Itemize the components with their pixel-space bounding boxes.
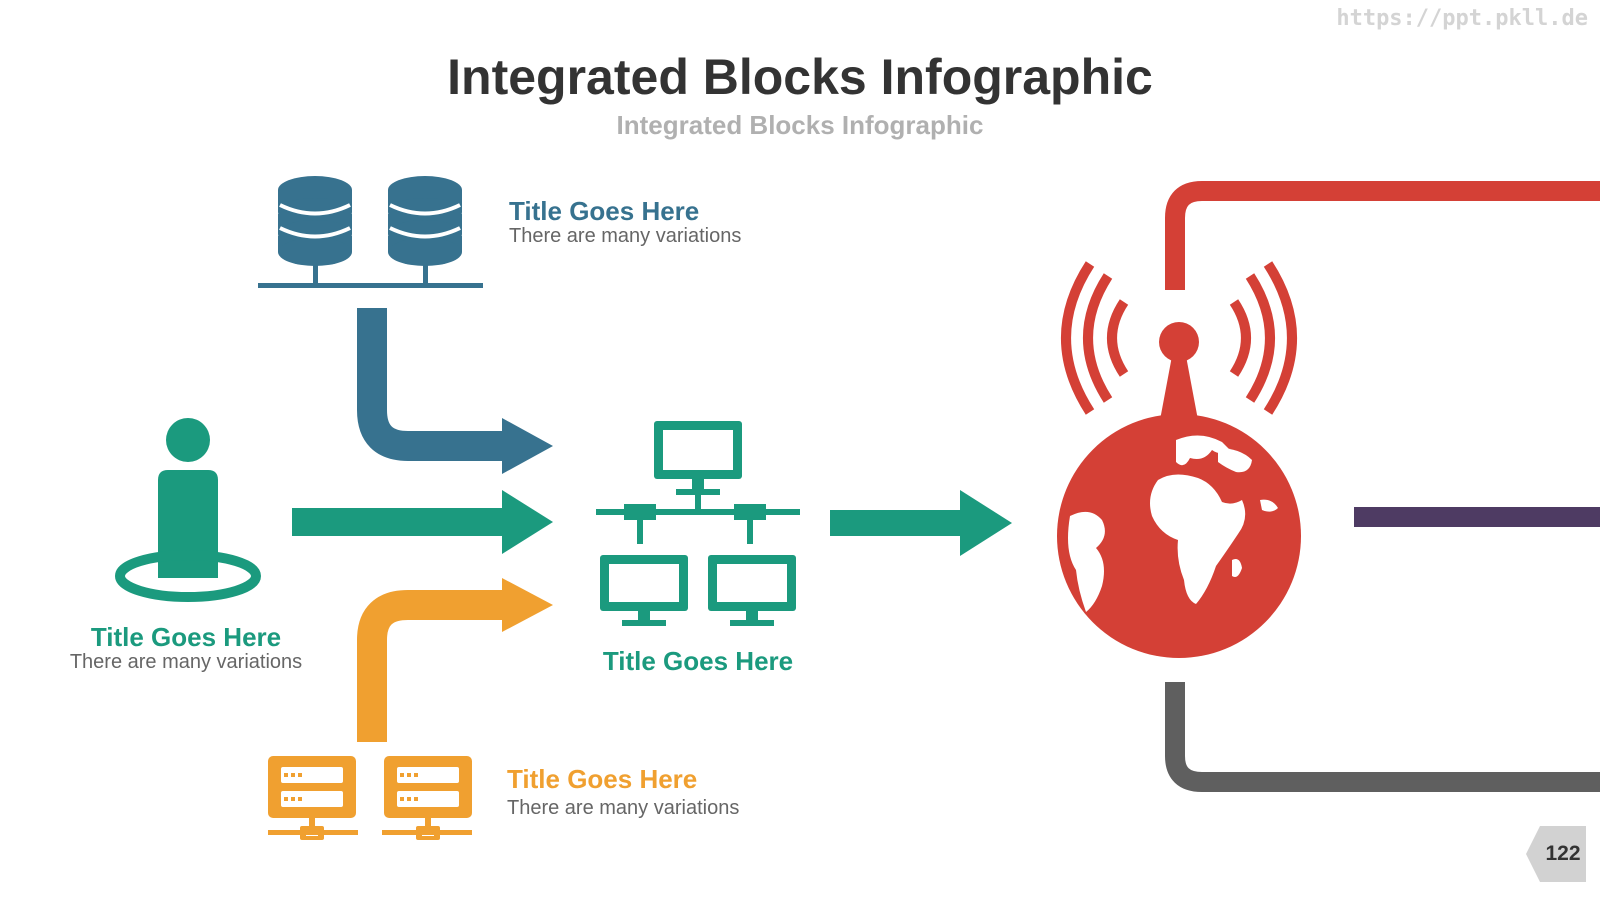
- page-number-badge: [1526, 826, 1586, 882]
- purple-line: [1354, 507, 1600, 527]
- database-desc: There are many variations: [509, 225, 742, 247]
- page-subtitle: Integrated Blocks Infographic: [616, 110, 984, 140]
- user-desc: There are many variations: [69, 651, 303, 673]
- teal-arrow-left: [292, 508, 504, 536]
- teal-arrow-right: [830, 510, 962, 536]
- gray-bracket-line: [1165, 682, 1600, 792]
- page-number: 122: [1545, 842, 1581, 865]
- network-computers-icon: [596, 421, 800, 626]
- red-bracket-line: [1165, 181, 1600, 290]
- orange-arrow-head: [502, 578, 553, 632]
- network-title: Title Goes Here: [602, 646, 794, 676]
- server-desc: There are many variations: [507, 797, 740, 819]
- server-title: Title Goes Here: [507, 764, 698, 794]
- orange-elbow-arrow: [357, 590, 505, 742]
- blue-elbow-arrow: [357, 308, 505, 461]
- teal-arrow-left-head: [502, 490, 553, 554]
- database-icon: [258, 176, 483, 288]
- watermark-url: https://ppt.pkll.de: [1336, 6, 1588, 31]
- user-icon: [115, 418, 261, 602]
- teal-arrow-right-head: [960, 490, 1012, 556]
- blue-arrow-head: [502, 418, 553, 474]
- server-icon: [268, 756, 472, 840]
- user-title: Title Goes Here: [90, 622, 282, 652]
- globe-antenna-icon: [1057, 261, 1301, 658]
- page-title: Integrated Blocks Infographic: [447, 49, 1153, 105]
- database-title: Title Goes Here: [509, 196, 700, 226]
